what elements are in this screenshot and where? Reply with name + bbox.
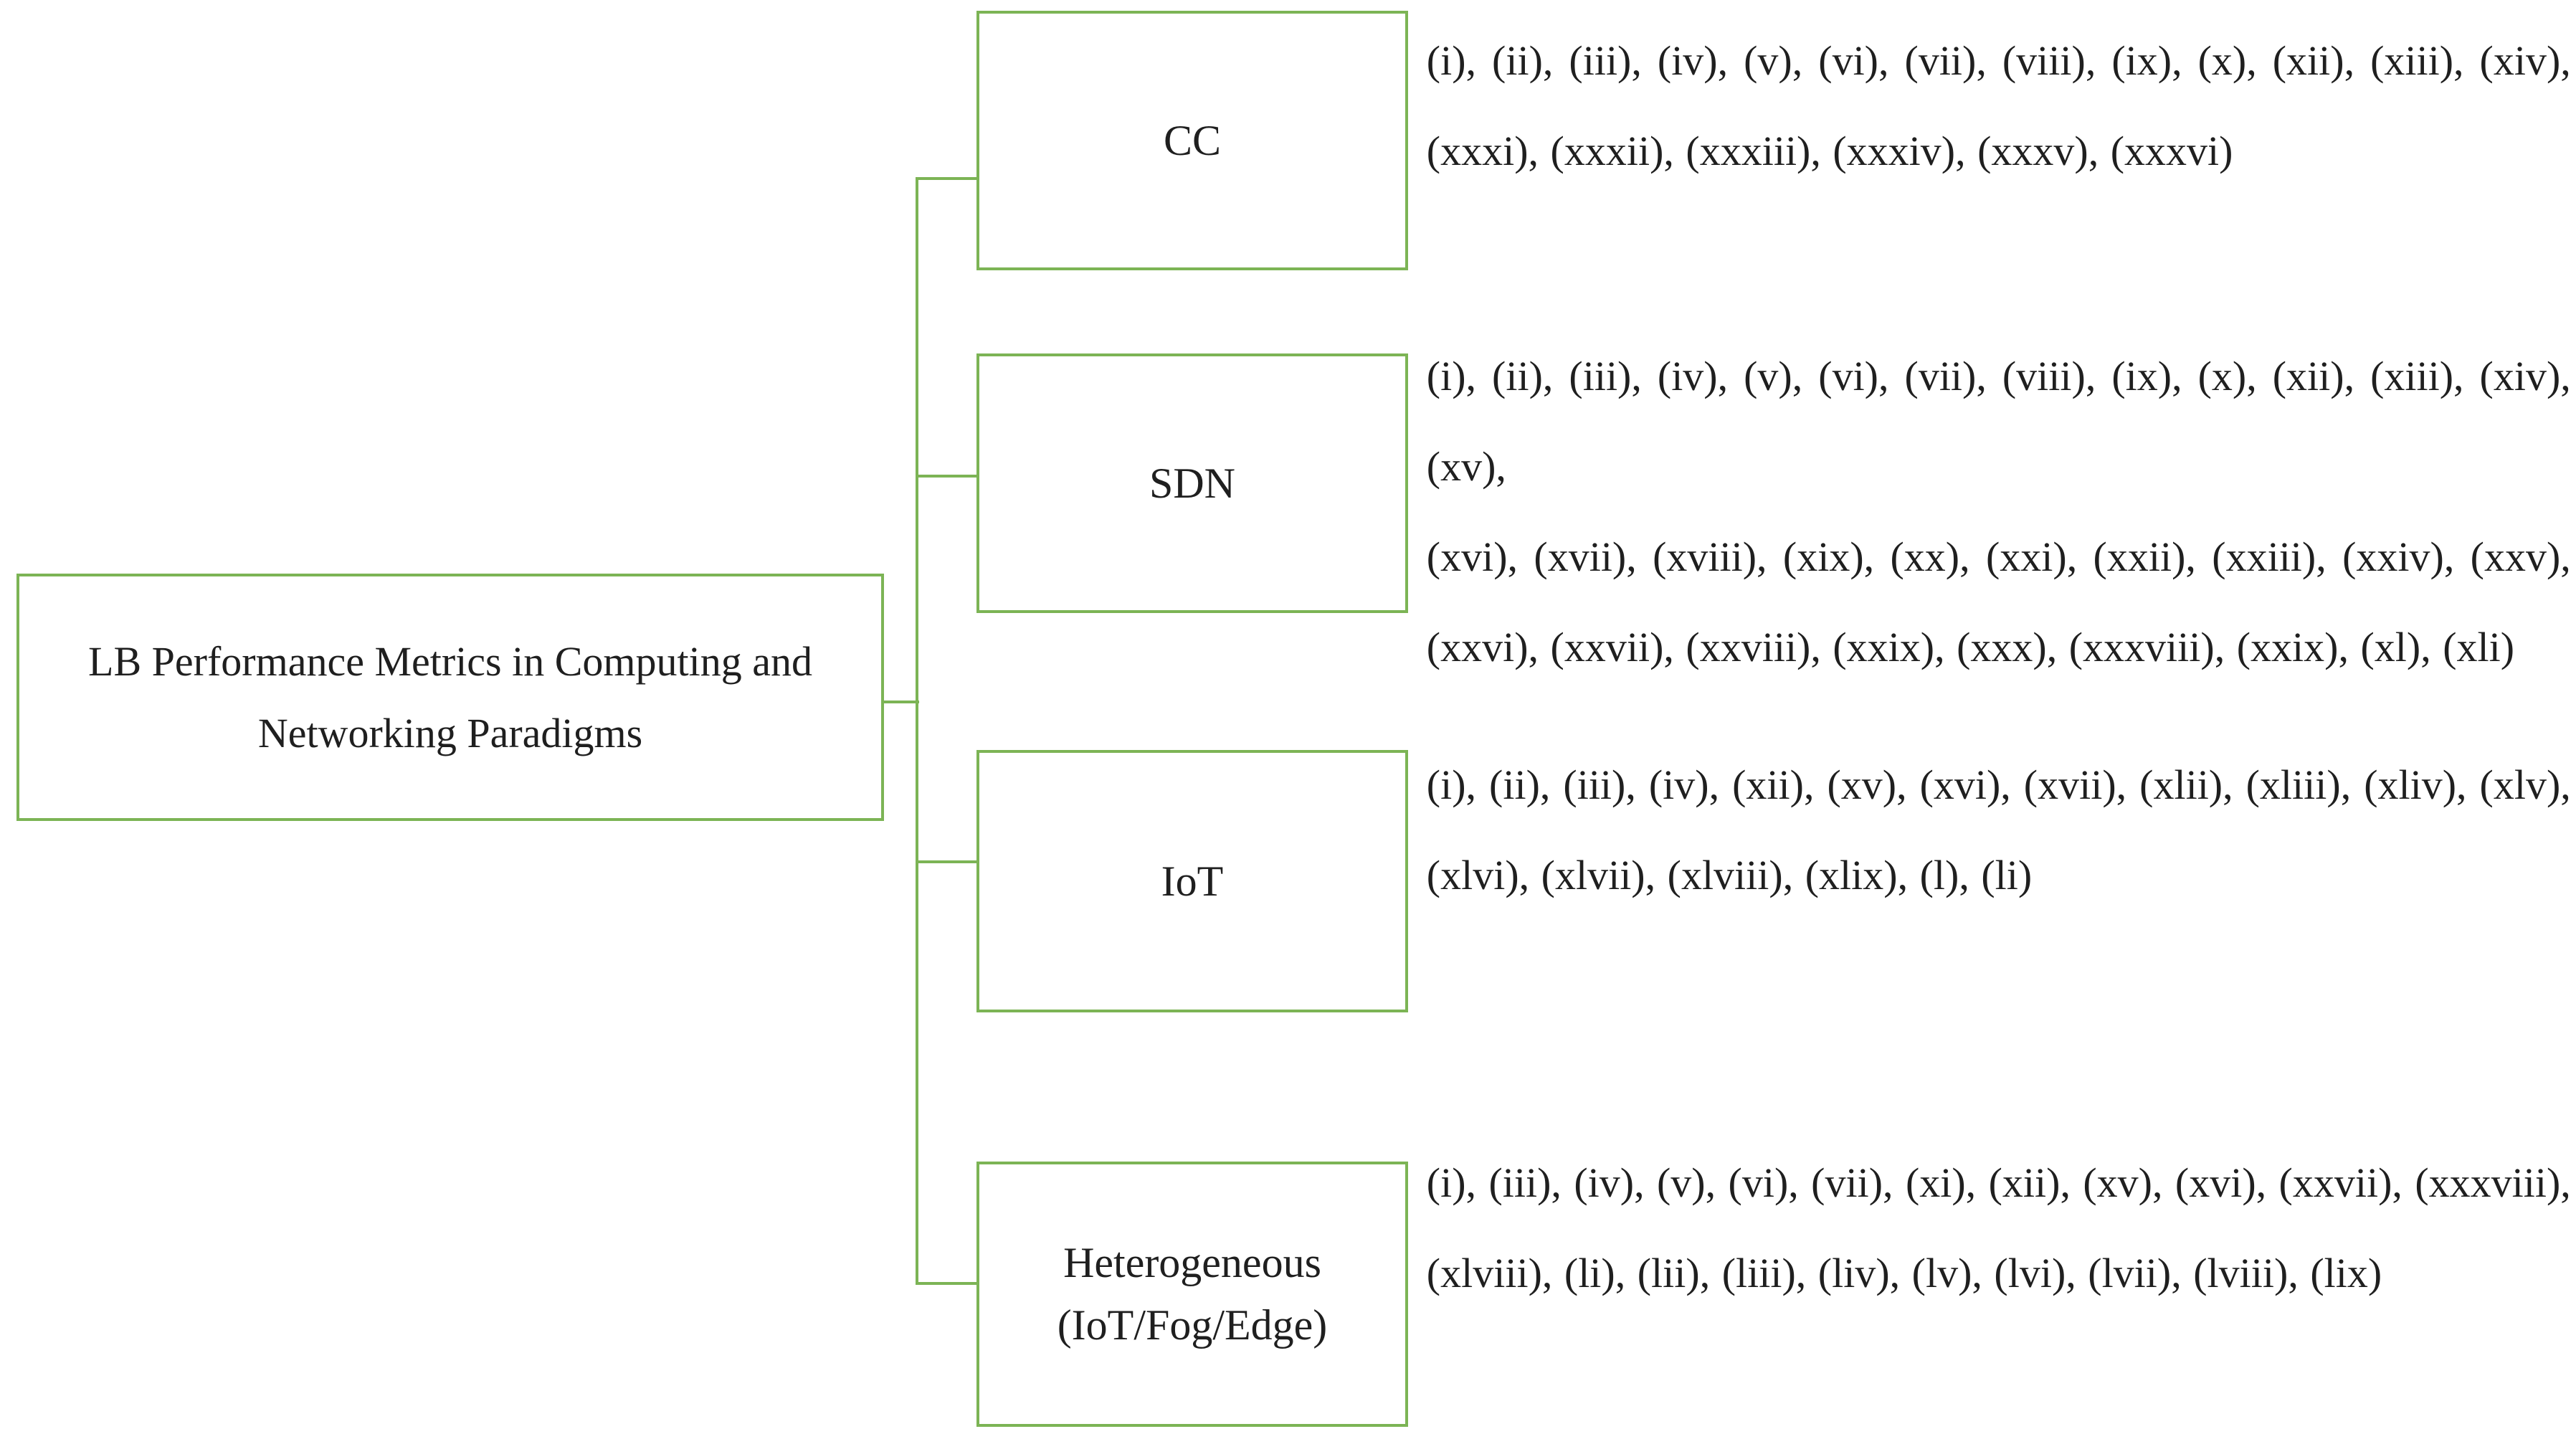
- connector-branch-stub: [915, 1282, 979, 1285]
- branch-node: IoT: [976, 750, 1408, 1012]
- branch-sublabel: (IoT/Fog/Edge): [1057, 1301, 1328, 1349]
- root-node: LB Performance Metrics in Computing and …: [16, 574, 885, 821]
- branch-label: CC: [1163, 116, 1222, 164]
- metric-line: (i), (ii), (iii), (iv), (v), (vi), (vii)…: [1426, 37, 2571, 84]
- metric-line: (xlvi), (xlvii), (xlviii), (xlix), (l), …: [1426, 852, 2033, 898]
- branch-label: Heterogeneous: [1063, 1239, 1321, 1286]
- metric-line: (xvi), (xvii), (xviii), (xix), (xx), (xx…: [1426, 533, 2571, 580]
- connector-branch-stub: [915, 860, 979, 863]
- branch-node-label: SDN: [1149, 452, 1235, 515]
- branch-metrics-list: (i), (ii), (iii), (iv), (v), (vi), (vii)…: [1427, 331, 2571, 693]
- branch-node: CC: [976, 11, 1408, 270]
- branch-node-label: CC: [1164, 110, 1221, 172]
- root-label-line-1: LB Performance Metrics in Computing and: [88, 637, 813, 685]
- metric-line: (i), (ii), (iii), (iv), (xii), (xv), (xv…: [1426, 761, 2571, 808]
- root-label-line-2: Networking Paradigms: [257, 709, 643, 756]
- branch-metrics-list: (i), (iii), (iv), (v), (vi), (vii), (xi)…: [1427, 1138, 2571, 1319]
- metric-line: (xxxi), (xxxii), (xxxiii), (xxxiv), (xxx…: [1426, 128, 2233, 174]
- branch-node-label: IoT: [1161, 850, 1224, 913]
- branch-node: SDN: [976, 353, 1408, 613]
- metric-line: (i), (iii), (iv), (v), (vi), (vii), (xi)…: [1426, 1159, 2571, 1206]
- metric-line: (i), (ii), (iii), (iv), (v), (vi), (vii)…: [1426, 353, 2571, 490]
- branch-metrics-list: (i), (ii), (iii), (iv), (v), (vi), (vii)…: [1427, 16, 2571, 196]
- connector-branch-stub: [915, 475, 979, 478]
- root-node-label: LB Performance Metrics in Computing and …: [88, 626, 812, 769]
- metric-line: (xlviii), (li), (lii), (liii), (liv), (l…: [1426, 1250, 2382, 1296]
- branch-label: IoT: [1161, 857, 1224, 905]
- branch-node: Heterogeneous (IoT/Fog/Edge): [976, 1162, 1408, 1427]
- branch-node-label: Heterogeneous (IoT/Fog/Edge): [1058, 1232, 1328, 1357]
- branch-metrics-list: (i), (ii), (iii), (iv), (xii), (xv), (xv…: [1427, 740, 2571, 921]
- connector-root-stub: [884, 701, 919, 703]
- connector-branch-stub: [915, 177, 979, 180]
- metric-line: (xxvi), (xxvii), (xxviii), (xxix), (xxx)…: [1426, 624, 2515, 670]
- connector-trunk: [915, 177, 918, 1285]
- branch-label: SDN: [1149, 459, 1236, 507]
